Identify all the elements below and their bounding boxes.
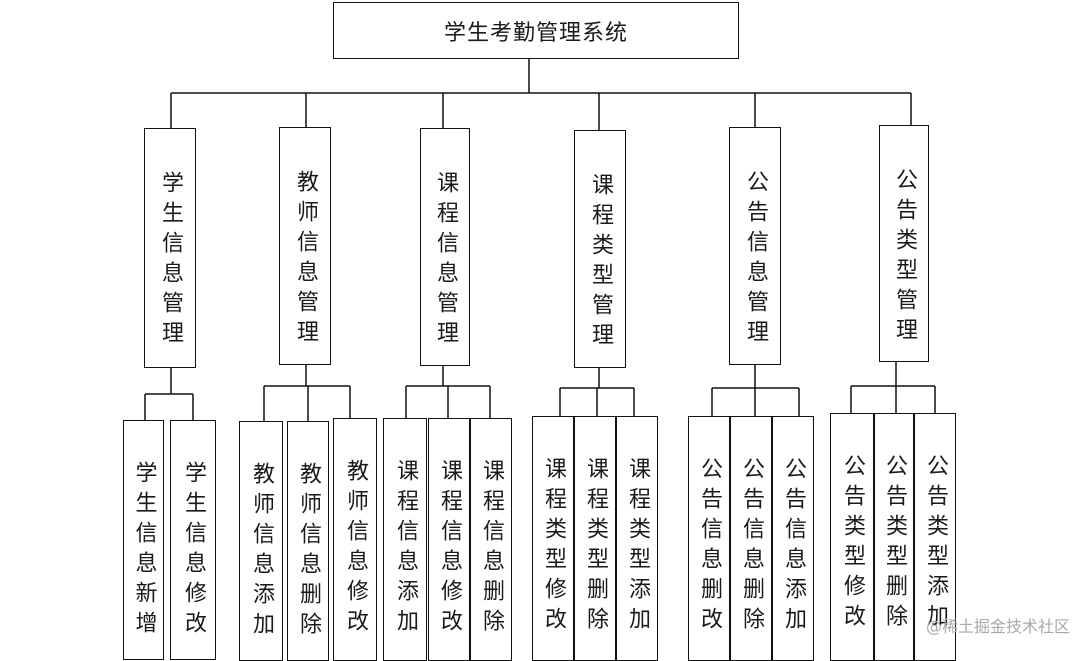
- leaf-label: 教师信息修改: [343, 459, 368, 639]
- category-node-notice-info: 公告信息管理: [729, 127, 781, 365]
- leaf-label: 公告信息添加: [781, 457, 806, 637]
- leaf-node: 公告类型添加: [914, 413, 956, 661]
- category-node-course-info: 课程信息管理: [420, 128, 470, 366]
- hierarchy-diagram: 学生考勤管理系统 学生信息管理 教师信息管理 课程信息管理 课程类型管理 公告信…: [123, 2, 1070, 661]
- root-label: 学生考勤管理系统: [443, 20, 628, 46]
- category-node-teacher-info: 教师信息管理: [279, 127, 331, 365]
- leaf-node: 公告类型删除: [874, 413, 914, 661]
- leaf-node: 公告信息删除: [730, 416, 772, 661]
- category-node-course-type: 课程类型管理: [574, 130, 626, 368]
- leaf-label: 课程类型添加: [625, 457, 650, 637]
- leaf-label: 公告类型删除: [882, 454, 907, 634]
- leaf-node: 课程类型添加: [616, 416, 658, 661]
- leaf-label: 课程信息删除: [479, 459, 504, 639]
- category-label: 教师信息管理: [293, 170, 318, 350]
- leaf-node: 公告信息删改: [688, 416, 730, 661]
- category-label: 公告类型管理: [892, 168, 917, 348]
- category-node-notice-type: 公告类型管理: [879, 125, 929, 362]
- leaf-node: 课程信息删除: [470, 418, 512, 661]
- leaf-node: 学生信息新增: [123, 420, 164, 660]
- category-label: 课程信息管理: [433, 171, 458, 351]
- category-label: 公告信息管理: [743, 170, 768, 350]
- leaf-node: 课程信息修改: [428, 418, 470, 661]
- leaf-node: 学生信息修改: [170, 420, 216, 660]
- connector-lines: [144, 59, 936, 421]
- leaf-label: 公告信息删除: [739, 457, 764, 637]
- leaf-label: 教师信息添加: [249, 462, 274, 642]
- leaf-label: 学生信息修改: [181, 461, 206, 641]
- leaf-label: 公告类型添加: [923, 454, 948, 634]
- leaf-node: 教师信息修改: [333, 418, 377, 661]
- leaf-node: 课程类型修改: [532, 416, 574, 661]
- root-node: 学生考勤管理系统: [333, 2, 739, 59]
- watermark: @稀土掘金技术社区: [925, 617, 1070, 636]
- leaf-node: 公告信息添加: [772, 416, 814, 661]
- category-label: 课程类型管理: [588, 173, 613, 353]
- leaf-label: 课程类型修改: [541, 457, 566, 637]
- leaf-label: 课程类型删除: [583, 457, 608, 637]
- category-label: 学生信息管理: [158, 171, 183, 351]
- leaf-label: 公告类型修改: [840, 454, 865, 634]
- leaf-label: 课程信息修改: [437, 459, 462, 639]
- leaf-label: 公告信息删改: [697, 457, 722, 637]
- leaf-node: 公告类型修改: [830, 413, 874, 661]
- leaf-label: 教师信息删除: [296, 462, 321, 642]
- leaf-node: 教师信息添加: [239, 421, 283, 661]
- leaf-node: 课程信息添加: [383, 418, 427, 661]
- leaf-label: 学生信息新增: [131, 461, 157, 641]
- leaf-node: 课程类型删除: [574, 416, 616, 661]
- leaf-label: 课程信息添加: [393, 459, 418, 639]
- category-node-student-info: 学生信息管理: [144, 128, 196, 368]
- leaf-node: 教师信息删除: [287, 421, 329, 661]
